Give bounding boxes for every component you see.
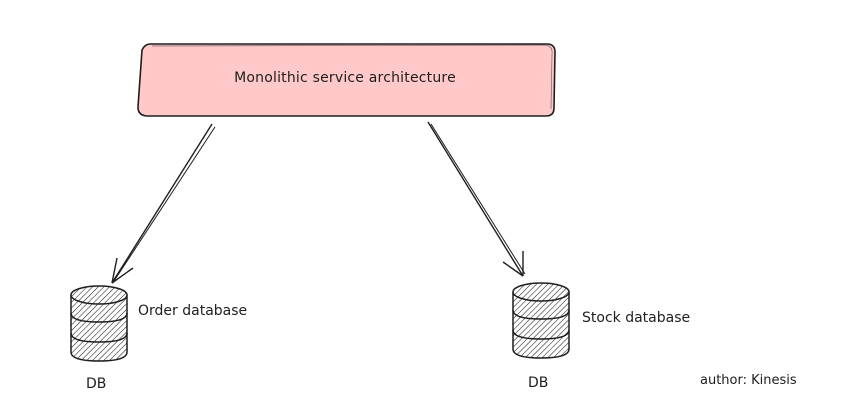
- monolith-box-label: Monolithic service architecture: [234, 70, 456, 86]
- author-note: author: Kinesis: [700, 373, 797, 388]
- order-database-icon[interactable]: [70, 285, 128, 362]
- order-db-type-label: DB: [86, 376, 107, 392]
- arrow-to-order-db: [111, 123, 216, 284]
- stock-db-type-label: DB: [528, 375, 549, 391]
- order-database-label: Order database: [138, 303, 248, 319]
- arrow-to-stock-db: [427, 121, 526, 277]
- stock-database-label: Stock database: [582, 310, 691, 326]
- monolith-box[interactable]: [137, 43, 556, 117]
- stock-database-icon[interactable]: [512, 282, 570, 359]
